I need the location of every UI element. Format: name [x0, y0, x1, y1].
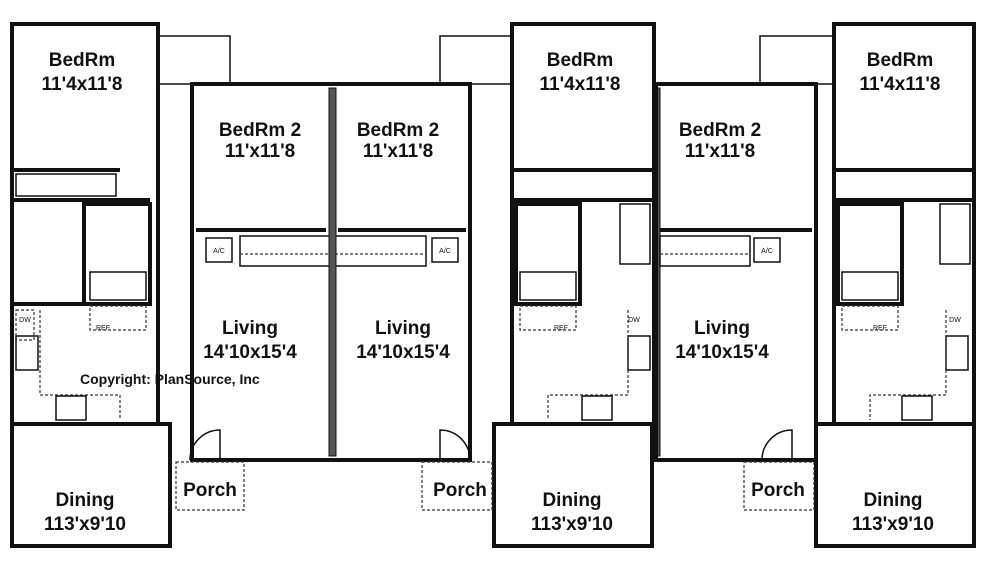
- living-a-size: 14'10x15'4: [203, 342, 297, 363]
- bedroom-d-size: 11'4x11'8: [860, 74, 941, 95]
- bedroom-a-size: 11'4x11'8: [42, 74, 123, 95]
- porch-a-label: Porch: [183, 480, 237, 501]
- dw-label-d: DW: [949, 317, 961, 324]
- bedroom-d-name: BedRm: [867, 50, 934, 71]
- bedroom2-b-name: BedRm 2: [357, 120, 439, 141]
- dw-label-b: DW: [628, 317, 640, 324]
- bedroom-b-size: 11'4x11'8: [540, 74, 621, 95]
- ac-label-b: A/C: [439, 248, 451, 255]
- living-a-name: Living: [222, 318, 278, 339]
- copyright-notice: Copyright: PlanSource, Inc: [80, 371, 260, 387]
- porch-c-label: Porch: [751, 480, 805, 501]
- living-c-size: 14'10x15'4: [675, 342, 769, 363]
- walls: [10, 22, 976, 548]
- dw-label-a: DW: [19, 317, 31, 324]
- ac-label-c: A/C: [761, 248, 773, 255]
- bedroom2-c-size: 11'x11'8: [685, 141, 755, 162]
- dining-d-size: 113'x9'10: [852, 514, 934, 535]
- fixture-labels: A/C A/C A/C REF REF REF DW DW DW: [19, 248, 961, 332]
- ref-label-d: REF: [873, 325, 887, 332]
- ac-label-a: A/C: [213, 248, 225, 255]
- dining-a-name: Dining: [55, 490, 114, 511]
- dining-b-size: 113'x9'10: [531, 514, 613, 535]
- bedroom2-b-size: 11'x11'8: [363, 141, 433, 162]
- ref-label-b: REF: [554, 325, 568, 332]
- porch-b-label: Porch: [433, 480, 487, 501]
- room-labels: BedRm 11'4x11'8 BedRm 2 11'x11'8 BedRm 2…: [42, 50, 941, 535]
- bedroom-b-name: BedRm: [547, 50, 614, 71]
- dining-b-name: Dining: [542, 490, 601, 511]
- dining-d-name: Dining: [863, 490, 922, 511]
- dining-a-size: 113'x9'10: [44, 514, 126, 535]
- living-b-size: 14'10x15'4: [356, 342, 450, 363]
- ref-label-a: REF: [96, 325, 110, 332]
- living-c-name: Living: [694, 318, 750, 339]
- living-b-name: Living: [375, 318, 431, 339]
- bedroom-a-name: BedRm: [49, 50, 116, 71]
- bedroom2-c-name: BedRm 2: [679, 120, 761, 141]
- bedroom2-a-name: BedRm 2: [219, 120, 301, 141]
- bedroom2-a-size: 11'x11'8: [225, 141, 295, 162]
